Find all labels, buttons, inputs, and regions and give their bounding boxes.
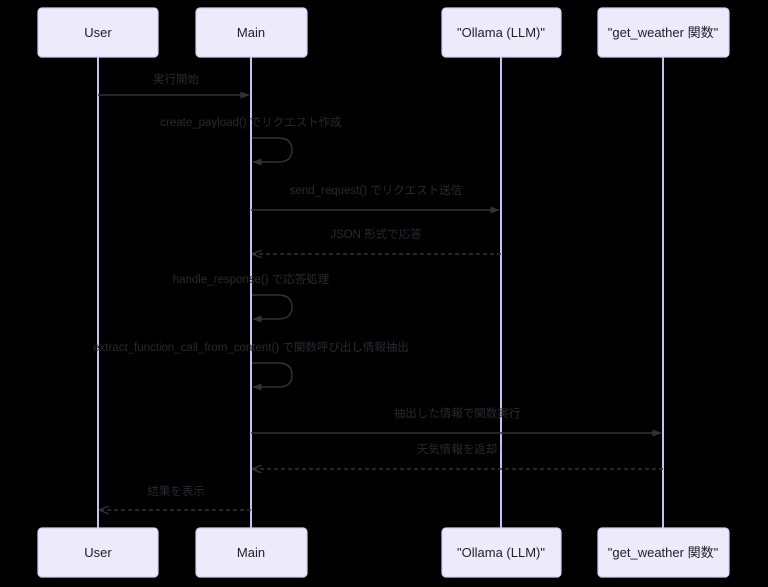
message-3-ollama-to-main: JSON 形式で応答 xyxy=(253,227,501,254)
message-label-0: 実行開始 xyxy=(153,72,199,86)
message-label-6: 抽出した情報で関数実行 xyxy=(394,406,521,420)
message-selfloop-4 xyxy=(252,294,293,323)
message-selfloop-1 xyxy=(252,137,293,166)
message-5-main-self: extract_function_call_from_content() で関数… xyxy=(93,340,409,391)
participant-label-main-top: Main xyxy=(237,25,265,40)
participant-label-ollama-top: "Ollama (LLM)" xyxy=(457,25,545,40)
message-2-main-to-ollama: send_request() でリクエスト送信 xyxy=(251,183,500,214)
message-1-main-self: create_payload() でリクエスト作成 xyxy=(160,116,342,166)
message-label-5: extract_function_call_from_content() で関数… xyxy=(93,340,409,354)
message-8-main-to-user: 結果を表示 xyxy=(100,484,251,510)
participant-box-main-bottom[interactable]: Main xyxy=(195,527,308,578)
participant-label-ollama-bottom: "Ollama (LLM)" xyxy=(457,545,545,560)
participant-label-user-bottom: User xyxy=(84,545,112,560)
participant-box-ollama-top[interactable]: "Ollama (LLM)" xyxy=(441,7,562,58)
message-label-2: send_request() でリクエスト送信 xyxy=(290,183,463,197)
message-7-get-weather-to-main: 天気情報を返却 xyxy=(253,442,663,469)
participant-box-user-bottom[interactable]: User xyxy=(37,527,159,578)
message-selfloop-5 xyxy=(252,362,293,391)
participant-headers-bottom: User Main "Ollama (LLM)" "get_weather 関数… xyxy=(37,527,730,578)
message-label-7: 天気情報を返却 xyxy=(417,442,498,456)
participant-label-get-weather-top: "get_weather 関数" xyxy=(608,25,719,40)
participant-box-get-weather-bottom[interactable]: "get_weather 関数" xyxy=(597,527,730,578)
message-label-4: handle_response() で応答処理 xyxy=(173,272,330,286)
participant-box-get-weather-top[interactable]: "get_weather 関数" xyxy=(597,7,730,58)
message-6-main-to-get-weather: 抽出した情報で関数実行 xyxy=(251,406,662,437)
participant-label-user-top: User xyxy=(84,25,112,40)
lifelines xyxy=(97,57,664,529)
participant-label-get-weather-bottom: "get_weather 関数" xyxy=(608,545,719,560)
message-4-main-self: handle_response() で応答処理 xyxy=(173,272,330,323)
message-label-8: 結果を表示 xyxy=(147,484,205,498)
participant-headers-top: User Main "Ollama (LLM)" "get_weather 関数… xyxy=(37,7,730,58)
message-label-1: create_payload() でリクエスト作成 xyxy=(160,116,342,129)
message-label-3: JSON 形式で応答 xyxy=(330,227,422,241)
message-0-user-to-main: 実行開始 xyxy=(98,72,250,99)
participant-box-ollama-bottom[interactable]: "Ollama (LLM)" xyxy=(441,527,562,578)
participant-label-main-bottom: Main xyxy=(237,545,265,560)
participant-box-main-top[interactable]: Main xyxy=(195,7,308,58)
participant-box-user-top[interactable]: User xyxy=(37,7,159,58)
